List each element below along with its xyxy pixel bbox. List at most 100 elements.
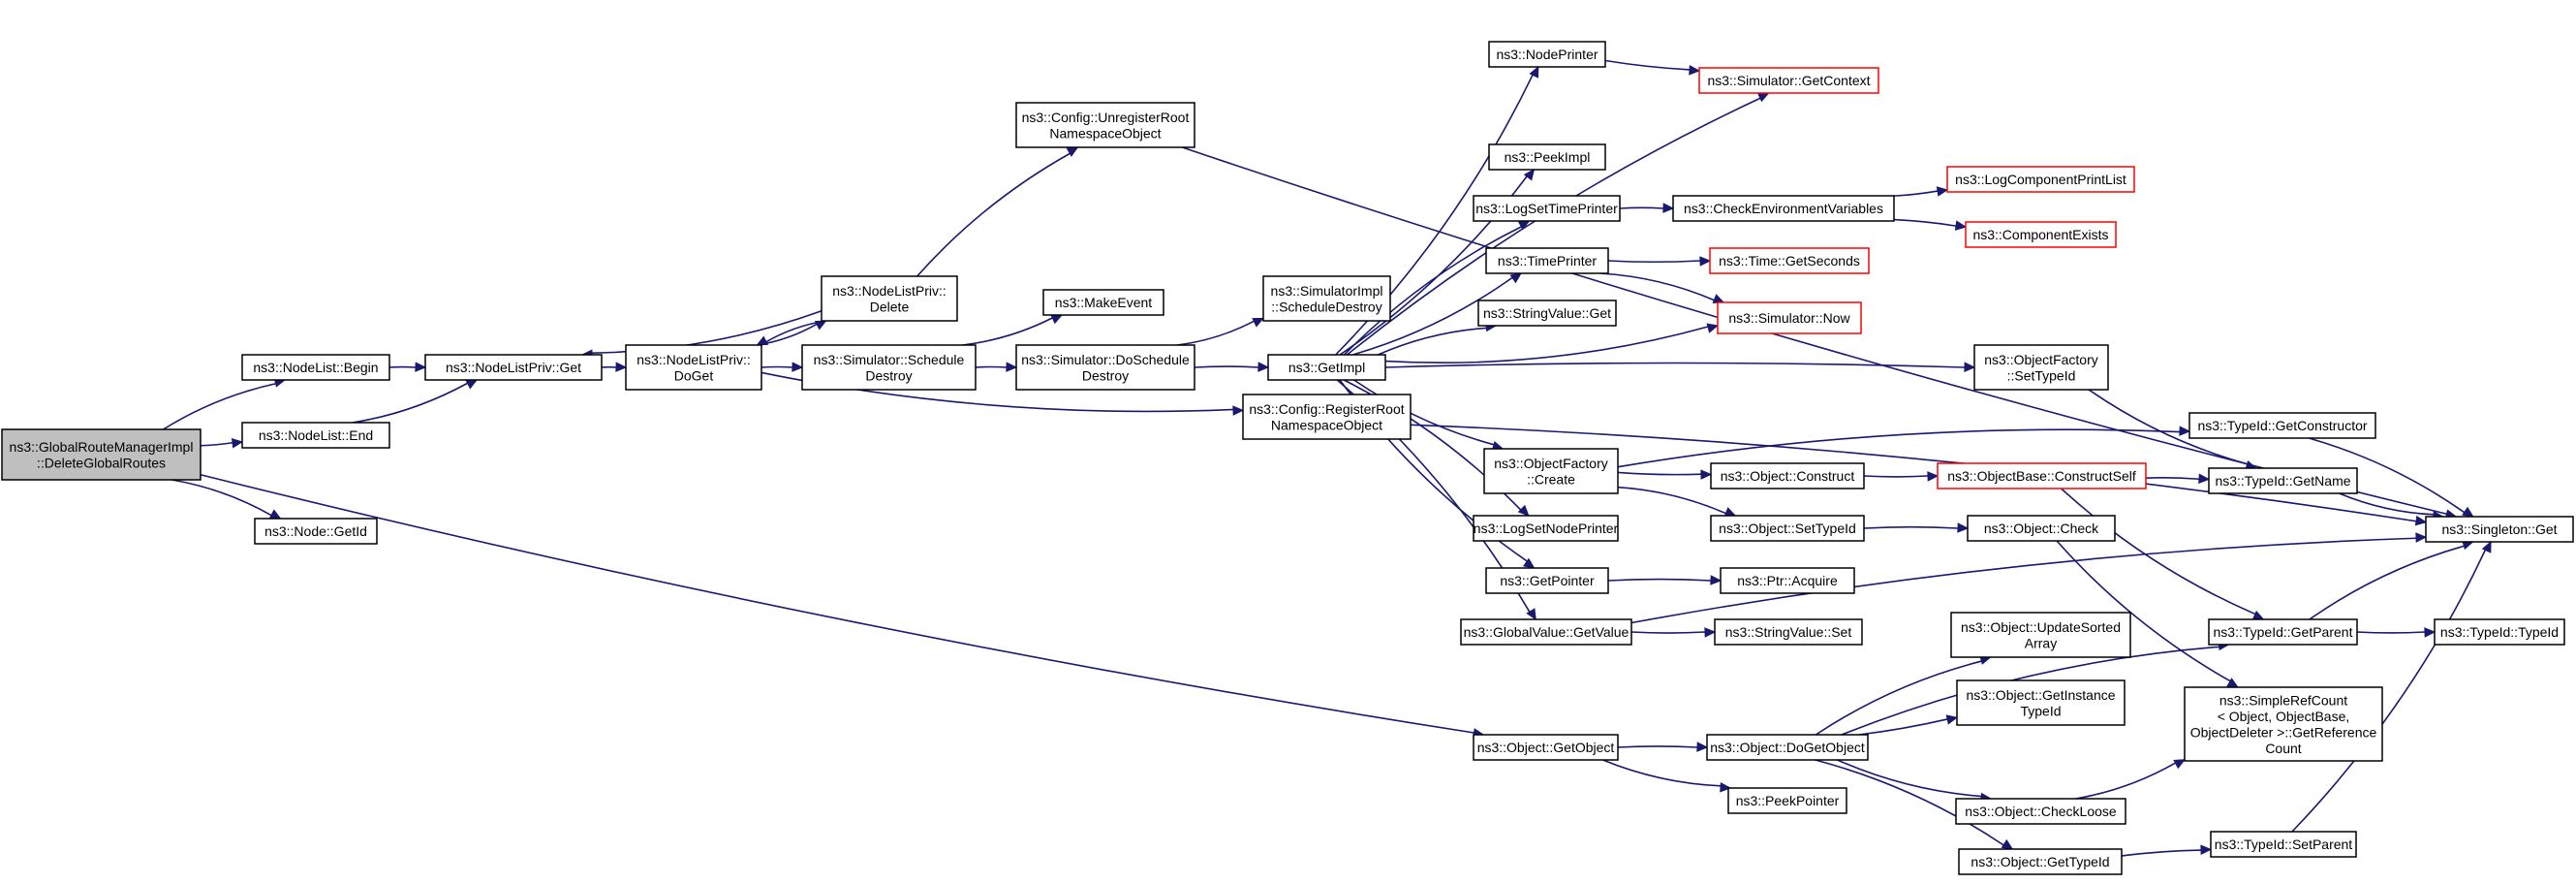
node-typeid_getconstructor[interactable]: ns3::TypeId::GetConstructor: [2188, 412, 2376, 439]
node-box[interactable]: [1, 428, 202, 481]
node-box[interactable]: [1950, 612, 2131, 658]
node-peekpointer[interactable]: ns3::PeekPointer: [1727, 787, 1847, 814]
node-getpointer[interactable]: ns3::GetPointer: [1485, 567, 1609, 594]
node-box[interactable]: [1488, 41, 1606, 68]
node-nlp_doget[interactable]: ns3::NodeListPriv::DoGet: [625, 344, 762, 391]
node-typeid_typeid[interactable]: ns3::TypeId::TypeId: [2434, 618, 2565, 646]
node-box[interactable]: [2210, 831, 2357, 858]
node-logsetnodeprinter[interactable]: ns3::LogSetNodePrinter: [1473, 515, 1619, 542]
node-box[interactable]: [1485, 567, 1609, 594]
node-object_getobject[interactable]: ns3::Object::GetObject: [1473, 734, 1619, 761]
node-box[interactable]: [2208, 467, 2358, 494]
node-box[interactable]: [241, 354, 390, 381]
node-box[interactable]: [801, 344, 977, 391]
node-box[interactable]: [1727, 787, 1847, 814]
node-make_event[interactable]: ns3::MakeEvent: [1042, 289, 1164, 316]
node-objfactory_create[interactable]: ns3::ObjectFactory::Create: [1483, 448, 1619, 494]
node-logsettimeprinter[interactable]: ns3::LogSetTimePrinter: [1473, 195, 1621, 222]
node-simplerefcount[interactable]: ns3::SimpleRefCount< Object, ObjectBase,…: [2184, 686, 2383, 762]
node-box[interactable]: [1015, 102, 1195, 148]
node-box[interactable]: [2184, 686, 2383, 762]
node-box[interactable]: [1267, 354, 1386, 381]
node-peekimpl[interactable]: ns3::PeekImpl: [1488, 143, 1606, 171]
node-box[interactable]: [1710, 515, 1865, 542]
node-object_checkloose[interactable]: ns3::Object::CheckLoose: [1955, 798, 2126, 825]
node-object_gettypeid[interactable]: ns3::Object::GetTypeId: [1958, 848, 2123, 875]
node-object_settypeid[interactable]: ns3::Object::SetTypeId: [1710, 515, 1865, 542]
node-box[interactable]: [1488, 143, 1606, 171]
node-box[interactable]: [1698, 67, 1879, 94]
node-time_getseconds[interactable]: ns3::Time::GetSeconds: [1709, 247, 1870, 274]
node-box[interactable]: [1973, 344, 2109, 391]
node-box[interactable]: [1706, 734, 1869, 761]
node-logcompprintlist[interactable]: ns3::LogComponentPrintList: [1946, 166, 2135, 193]
node-box[interactable]: [2434, 618, 2565, 646]
node-sim_getcontext[interactable]: ns3::Simulator::GetContext: [1698, 67, 1879, 94]
node-box[interactable]: [1946, 166, 2135, 193]
node-sim_now[interactable]: ns3::Simulator::Now: [1717, 301, 1862, 334]
node-stringvalue_set[interactable]: ns3::StringValue::Set: [1714, 618, 1863, 646]
node-box[interactable]: [1042, 289, 1164, 316]
node-object_dogetobject[interactable]: ns3::Object::DoGetObject: [1706, 734, 1869, 761]
node-box[interactable]: [1473, 195, 1621, 222]
node-box[interactable]: [2208, 618, 2358, 646]
node-box[interactable]: [424, 354, 603, 381]
node-box[interactable]: [1967, 515, 2116, 542]
node-box[interactable]: [1965, 221, 2117, 248]
node-box[interactable]: [1473, 515, 1619, 542]
node-nodelist_begin[interactable]: ns3::NodeList::Begin: [241, 354, 390, 381]
node-box[interactable]: [1714, 618, 1863, 646]
node-sim_schedule_destroy[interactable]: ns3::Simulator::ScheduleDestroy: [801, 344, 977, 391]
node-root[interactable]: ns3::GlobalRouteManagerImpl::DeleteGloba…: [1, 428, 202, 481]
node-objfactory_settypeid[interactable]: ns3::ObjectFactory::SetTypeId: [1973, 344, 2109, 391]
node-nlp_get[interactable]: ns3::NodeListPriv::Get: [424, 354, 603, 381]
node-typeid_getparent[interactable]: ns3::TypeId::GetParent: [2208, 618, 2358, 646]
node-nodeprinter[interactable]: ns3::NodePrinter: [1488, 41, 1606, 68]
node-nodelist_end[interactable]: ns3::NodeList::End: [241, 422, 390, 449]
node-nlp_delete[interactable]: ns3::NodeListPriv::Delete: [821, 275, 958, 322]
node-timeprinter[interactable]: ns3::TimePrinter: [1485, 247, 1609, 274]
node-box[interactable]: [254, 518, 378, 545]
node-box[interactable]: [1710, 462, 1865, 489]
node-box[interactable]: [625, 344, 762, 391]
node-box[interactable]: [1483, 448, 1619, 494]
node-box[interactable]: [1473, 734, 1619, 761]
node-box[interactable]: [1720, 567, 1855, 594]
node-getimpl[interactable]: ns3::GetImpl: [1267, 354, 1386, 381]
node-box[interactable]: [1262, 275, 1391, 322]
node-box[interactable]: [1717, 301, 1862, 334]
node-box[interactable]: [1956, 679, 2126, 726]
node-box[interactable]: [2188, 412, 2376, 439]
node-box[interactable]: [1485, 247, 1609, 274]
node-box[interactable]: [821, 275, 958, 322]
node-box[interactable]: [1937, 462, 2147, 489]
node-box[interactable]: [1477, 300, 1617, 327]
node-box[interactable]: [1460, 618, 1632, 646]
node-box[interactable]: [1709, 247, 1870, 274]
node-box[interactable]: [241, 422, 390, 449]
node-typeid_setparent[interactable]: ns3::TypeId::SetParent: [2210, 831, 2357, 858]
node-box[interactable]: [1672, 195, 1895, 222]
node-typeid_getname[interactable]: ns3::TypeId::GetName: [2208, 467, 2358, 494]
node-box[interactable]: [1242, 394, 1412, 440]
node-box[interactable]: [1955, 798, 2126, 825]
node-globalvalue_getvalue[interactable]: ns3::GlobalValue::GetValue: [1460, 618, 1632, 646]
node-ptr_acquire[interactable]: ns3::Ptr::Acquire: [1720, 567, 1855, 594]
node-cfg_unregister[interactable]: ns3::Config::UnregisterRootNamespaceObje…: [1015, 102, 1195, 148]
node-object_construct[interactable]: ns3::Object::Construct: [1710, 462, 1865, 489]
node-compexists[interactable]: ns3::ComponentExists: [1965, 221, 2117, 248]
node-box[interactable]: [2425, 516, 2574, 543]
node-simimpl_schedule_destroy[interactable]: ns3::SimulatorImpl::ScheduleDestroy: [1262, 275, 1391, 322]
node-singleton_get[interactable]: ns3::Singleton::Get: [2425, 516, 2574, 543]
node-node_getid[interactable]: ns3::Node::GetId: [254, 518, 378, 545]
node-checkenv[interactable]: ns3::CheckEnvironmentVariables: [1672, 195, 1895, 222]
node-object_check[interactable]: ns3::Object::Check: [1967, 515, 2116, 542]
node-box[interactable]: [1015, 344, 1195, 391]
node-objbase_constructself[interactable]: ns3::ObjectBase::ConstructSelf: [1937, 462, 2147, 489]
node-box[interactable]: [1958, 848, 2123, 875]
node-stringvalue_get[interactable]: ns3::StringValue::Get: [1477, 300, 1617, 327]
